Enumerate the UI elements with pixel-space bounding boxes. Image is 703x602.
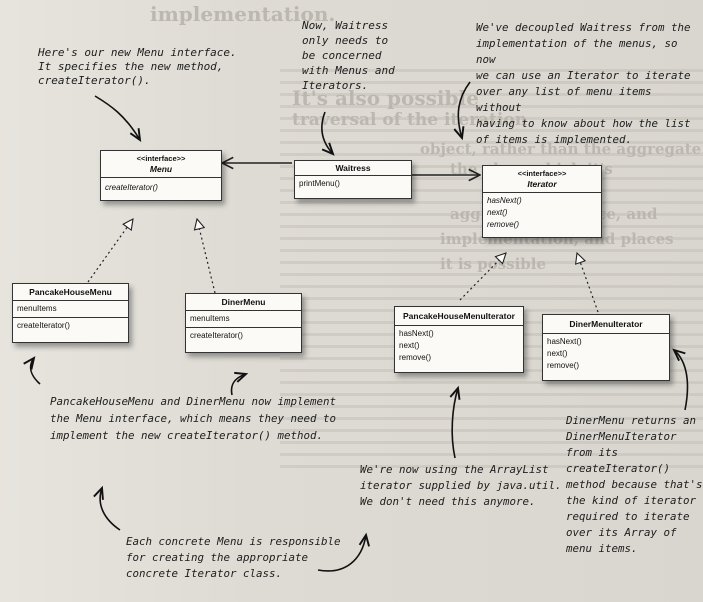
waitress-note-pointer xyxy=(321,111,335,156)
background-heading: it is possible xyxy=(440,255,547,273)
waitress-note: Now, Waitress only needs to be concerned… xyxy=(302,19,395,92)
diner-menu-box: DinerMenu menuItems createIterator() xyxy=(185,293,302,353)
pancake-iterator-method: hasNext() xyxy=(399,329,434,338)
implement-note-pointer-right xyxy=(230,371,249,396)
diner-menu-iterator-box: DinerMenuIterator hasNext() next() remov… xyxy=(542,314,670,381)
diner-iterator-class-name: DinerMenuIterator xyxy=(569,319,643,329)
pancake-menu-method: createIterator() xyxy=(17,321,70,330)
pancake-menu-class-name: PancakeHouseMenu xyxy=(29,287,112,297)
iterator-class-name: Iterator xyxy=(527,179,557,189)
pancake-house-menu-iterator-box: PancakeHouseMenuIterator hasNext() next(… xyxy=(394,306,524,373)
pancake-menu-implements-menu xyxy=(87,219,133,283)
menu-class-name: Menu xyxy=(149,164,173,174)
diner-menu-implements-menu xyxy=(197,219,216,294)
menu-stereotype: <<interface>> xyxy=(136,154,186,163)
background-heading: traversal of the iteration xyxy=(292,110,528,130)
pancake-iterator-implements-iterator xyxy=(459,253,506,301)
diner-menu-class-name: DinerMenu xyxy=(221,297,266,307)
diner-menu-field: menuItems xyxy=(190,314,230,323)
decoupled-note-pointer xyxy=(453,81,471,141)
pancake-house-menu-box: PancakeHouseMenu menuItems createIterato… xyxy=(12,283,129,343)
diner-iterator-method: next() xyxy=(547,349,568,358)
background-heading: implementation. xyxy=(150,2,336,26)
arraylist-note-pointer xyxy=(449,385,461,459)
iterator-method: next() xyxy=(487,208,508,217)
pancake-menu-field: menuItems xyxy=(17,304,57,313)
pancake-iterator-class-name: PancakeHouseMenuIterator xyxy=(403,311,515,321)
concrete-menu-note: Each concrete Menu is responsible for cr… xyxy=(126,535,341,580)
diner-menu-method: createIterator() xyxy=(190,331,243,340)
iterator-method: remove() xyxy=(487,220,520,229)
iterator-stereotype: <<interface>> xyxy=(517,169,567,178)
waitress-class-box: Waitress printMenu() xyxy=(294,160,412,199)
waitress-method: printMenu() xyxy=(299,179,340,188)
menu-note-pointer xyxy=(94,95,142,143)
diner-iterator-method: hasNext() xyxy=(547,337,582,346)
pancake-iterator-method: next() xyxy=(399,341,420,350)
arraylist-note: We're now using the ArrayList iterator s… xyxy=(360,463,562,508)
diner-iterator-implements-iterator xyxy=(577,253,599,313)
menu-interface-note: Here's our new Menu interface. It specif… xyxy=(38,46,237,87)
concrete-note-pointer-right xyxy=(317,532,370,572)
diner-returns-note-pointer xyxy=(672,348,689,411)
decoupled-note: We've decoupled Waitress from the implem… xyxy=(476,21,691,146)
implement-note-pointer-left xyxy=(23,356,41,385)
iterator-interface-box: <<interface>> Iterator hasNext() next() … xyxy=(482,165,602,238)
background-heading: It's also possible xyxy=(292,86,479,110)
waitress-class-name: Waitress xyxy=(335,163,371,173)
background-heading: object, rather than the aggregate. xyxy=(420,140,703,158)
pancake-iterator-method: remove() xyxy=(399,353,432,362)
iterator-method: hasNext() xyxy=(487,196,522,205)
menu-method: createIterator() xyxy=(105,183,158,192)
diner-iterator-method: remove() xyxy=(547,361,580,370)
diner-returns-note: DinerMenu returns an DinerMenuIterator f… xyxy=(566,414,703,555)
concrete-note-pointer-left xyxy=(93,485,121,531)
menu-interface-box: <<interface>> Menu createIterator() xyxy=(100,150,222,201)
implement-menu-note: PancakeHouseMenu and DinerMenu now imple… xyxy=(50,395,337,442)
